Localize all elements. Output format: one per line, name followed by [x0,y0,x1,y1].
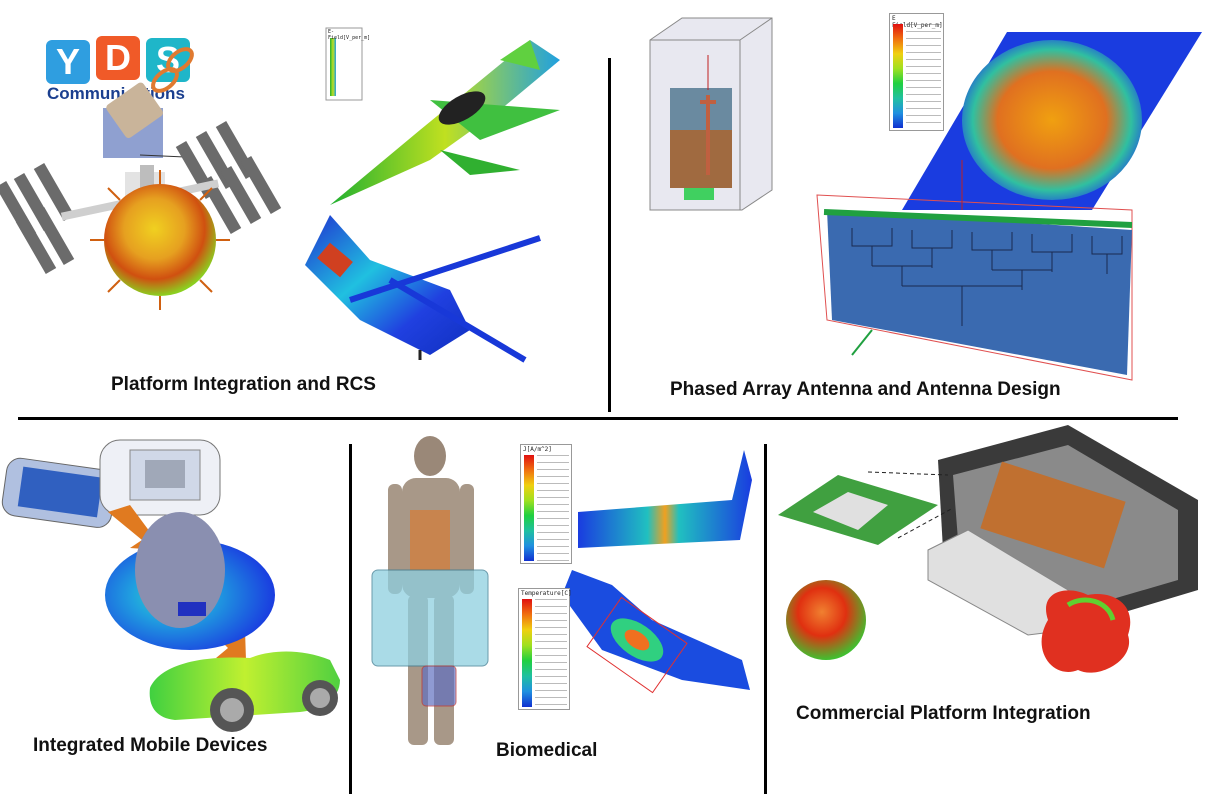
helix-antenna-icon [103,47,194,158]
printer-pattern-blob [1041,590,1131,673]
leg-current-model [578,450,752,548]
rcs-legend: E-Field[V_per_m] [326,28,371,100]
car-model [149,651,340,732]
printer-model [927,425,1198,636]
efield-legend: E Field[V_per_m] [889,13,944,131]
current-legend: J[A/m^2] [520,444,572,564]
caption-phased-array: Phased Array Antenna and Antenna Design [670,379,1061,400]
rcs-legend-title: E-Field[V_per_m] [328,29,371,41]
fighter-jet-icon [330,40,560,205]
patch-antenna-model [649,17,773,211]
vertical-divider-bottom-left [349,444,352,794]
handset-model [99,439,221,516]
temperature-legend: Temperature[C] [518,588,572,710]
vertical-divider-top [608,58,611,412]
rcs-legend-box [325,27,363,101]
commercial-illustrations [778,425,1198,673]
current-legend-colorbar [524,455,534,561]
circuit-board-model [778,471,954,545]
biomedical-illustrations [371,436,752,745]
caption-biomedical: Biomedical [496,740,598,761]
caption-mobile: Integrated Mobile Devices [33,735,268,756]
mobile-devices-illustrations [1,439,340,732]
efield-legend-colorbar [893,24,903,128]
leg-temperature-model [562,570,750,694]
caption-commercial: Commercial Platform Integration [796,703,1091,724]
logo-letter-d: D [96,36,140,80]
vertical-divider-bottom-right [764,444,767,794]
platform-rcs-illustrations [0,27,560,363]
caption-platform-rcs: Platform Integration and RCS [111,374,376,395]
current-legend-title: J[A/m^2] [523,446,552,453]
horizontal-divider [18,417,1178,420]
rcs-pattern-sphere [104,184,216,296]
temperature-legend-colorbar [522,599,532,707]
phased-array-model [816,160,1133,381]
phased-array-illustrations [649,17,1202,381]
human-body-model [371,436,489,745]
temperature-legend-title: Temperature[C] [521,590,572,597]
commercial-pattern-sphere [786,580,866,660]
mobile-phone-model [1,457,117,528]
helicopter-icon [305,215,541,363]
logo-letter-y: Y [46,40,90,84]
